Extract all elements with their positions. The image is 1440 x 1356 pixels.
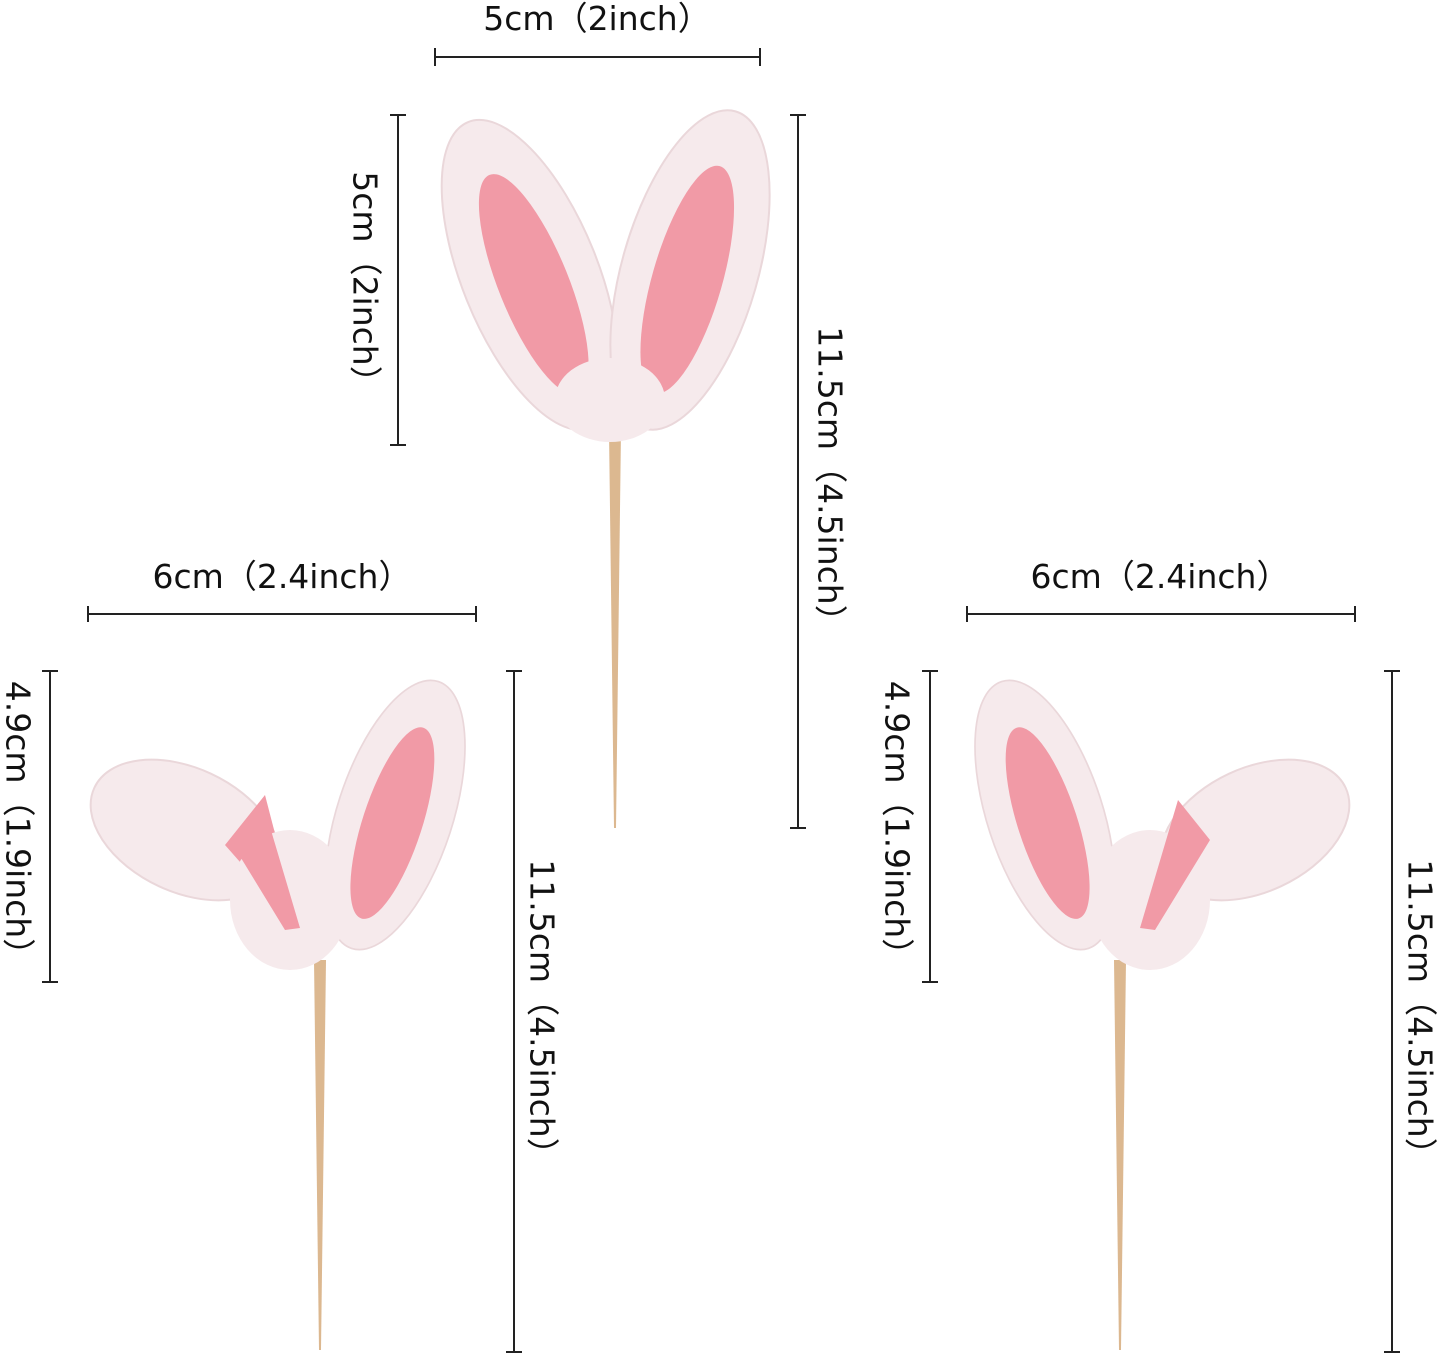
top-ear-height-label: 5cm（2inch） [345,171,385,399]
right-width-label: 6cm（2.4inch） [1030,557,1290,596]
dimension-lines [42,48,1400,1353]
left-width-label: 6cm（2.4inch） [152,557,412,596]
right-total-height-label: 11.5cm（4.5inch） [1400,859,1440,1171]
top-bunny-topper [404,91,802,828]
top-width-label: 5cm（2inch） [483,0,711,38]
left-ear-height-label: 4.9cm（1.9inch） [0,680,38,972]
left-total-height-label: 11.5cm（4.5inch） [522,859,562,1171]
left-bunny-topper [67,662,495,1350]
right-ear-height-label: 4.9cm（1.9inch） [877,680,917,972]
top-total-height-label: 11.5cm（4.5inch） [810,326,850,638]
right-bunny-topper [945,662,1373,1350]
